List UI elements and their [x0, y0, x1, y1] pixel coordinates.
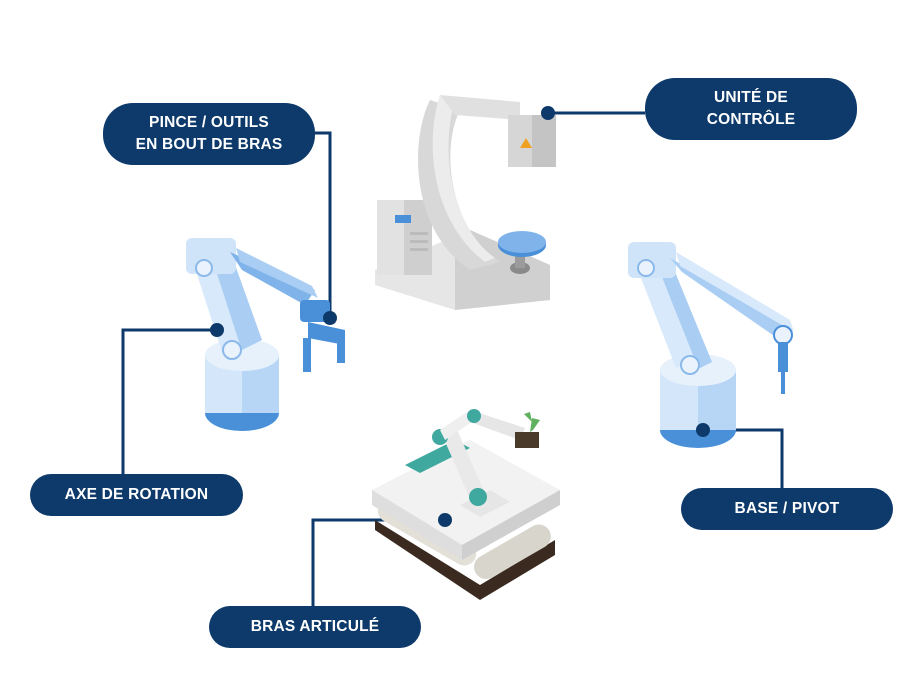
label-gripper-line2: EN BOUT DE BRAS	[135, 136, 283, 153]
label-rotation-axis: AXE DE ROTATION	[30, 474, 243, 516]
control-unit-machine-illustration	[375, 95, 556, 310]
mobile-robot-illustration	[372, 409, 560, 600]
right-robot-arm-illustration	[628, 242, 794, 448]
label-articulated-arm: BRAS ARTICULÉ	[209, 606, 421, 648]
connector-gripper	[315, 131, 332, 318]
left-robot-arm-illustration	[186, 238, 345, 431]
dot-rotation-axis	[210, 323, 224, 337]
connector-rotation-axis	[121, 328, 217, 478]
label-control-unit-line1: UNITÉ DE	[714, 89, 788, 106]
label-base-pivot: BASE / PIVOT	[681, 488, 893, 530]
dot-articulated-arm	[438, 513, 452, 527]
label-gripper-line1: PINCE / OUTILS	[149, 114, 269, 131]
label-control-unit-line2: CONTRÔLE	[706, 111, 796, 128]
dot-control-unit	[541, 106, 555, 120]
label-control-unit: UNITÉ DE CONTRÔLE	[645, 78, 857, 140]
label-gripper: PINCE / OUTILS EN BOUT DE BRAS	[103, 103, 315, 165]
dot-base-pivot	[696, 423, 710, 437]
dot-gripper	[323, 311, 337, 325]
